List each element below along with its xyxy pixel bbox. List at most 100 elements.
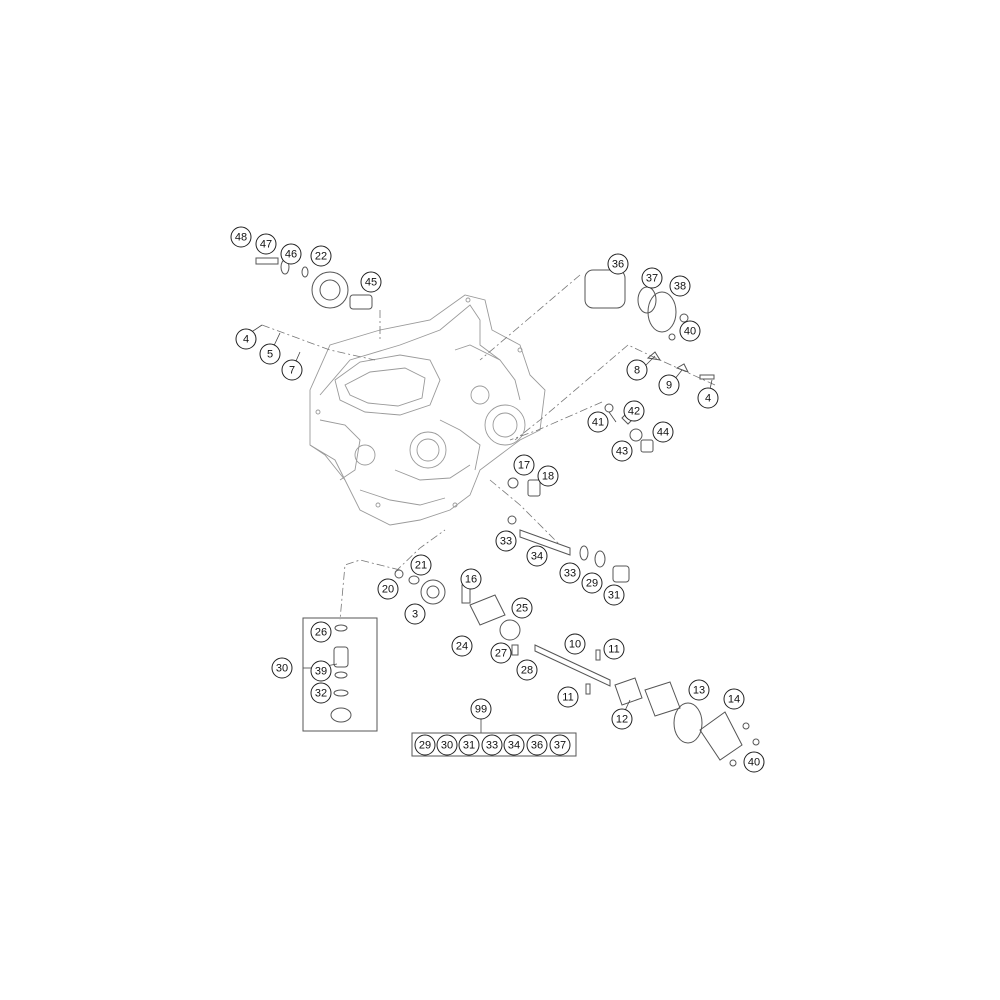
- callout-31-label: 31: [608, 590, 620, 602]
- callout-37: 37: [641, 267, 663, 289]
- callout-12: 12: [611, 708, 633, 730]
- callout-7-label: 7: [289, 365, 295, 377]
- kit-item-34-label: 34: [508, 740, 520, 752]
- callout-24: 24: [451, 635, 473, 657]
- kit-item-30-label: 30: [441, 740, 453, 752]
- callout-3-circle: [404, 603, 426, 625]
- kit-item-37: 37: [549, 734, 571, 756]
- callout-4a: 4: [235, 328, 257, 350]
- callout-30-label: 30: [276, 663, 288, 675]
- callout-12-circle: [611, 708, 633, 730]
- callout-32-label: 32: [315, 688, 327, 700]
- callout-27: 27: [490, 642, 512, 664]
- callout-9: 9: [658, 374, 680, 396]
- callout-39-circle: [310, 660, 332, 682]
- callout-33a-label: 33: [500, 536, 512, 548]
- callout-36: 36: [607, 253, 629, 275]
- callout-16: 16: [460, 568, 482, 590]
- callout-20: 20: [377, 578, 399, 600]
- callout-13-circle: [688, 679, 710, 701]
- callout-18-label: 18: [542, 471, 554, 483]
- callout-7: 7: [281, 359, 303, 381]
- callout-40a-circle: [679, 320, 701, 342]
- callout-48-circle: [230, 226, 252, 248]
- small-parts-right: [604, 351, 715, 453]
- callout-30-circle: [271, 657, 293, 679]
- callout-5: 5: [259, 343, 281, 365]
- callout-4b-label: 4: [705, 393, 711, 405]
- kit-item-31-label: 31: [463, 740, 475, 752]
- callout-10-label: 10: [569, 639, 581, 651]
- kit-item-34-circle: [503, 734, 525, 756]
- callout-25: 25: [511, 597, 533, 619]
- callout-11a-circle: [603, 638, 625, 660]
- callout-42-label: 42: [628, 406, 640, 418]
- callout-32-circle: [310, 682, 332, 704]
- callout-14: 14: [723, 688, 745, 710]
- callout-29-circle: [581, 572, 603, 594]
- callout-21-circle: [410, 554, 432, 576]
- callout-31: 31: [603, 584, 625, 606]
- callout-44-circle: [652, 421, 674, 443]
- callout-4a-label: 4: [243, 334, 249, 346]
- callout-33a-circle: [495, 530, 517, 552]
- callout-22-circle: [310, 245, 332, 267]
- callout-16-circle: [460, 568, 482, 590]
- assembly-lines: [261, 274, 716, 621]
- callout-17-circle: [513, 454, 535, 476]
- callout-43: 43: [611, 440, 633, 462]
- callout-11b: 11: [557, 686, 579, 708]
- callout-3: 3: [404, 603, 426, 625]
- callout-29: 29: [581, 572, 603, 594]
- callout-40b: 40: [743, 751, 765, 773]
- callout-40b-circle: [743, 751, 765, 773]
- kit-item-36: 36: [526, 734, 548, 756]
- callout-5-label: 5: [267, 349, 273, 361]
- kit-item-33: 33: [481, 734, 503, 756]
- callout-9-circle: [658, 374, 680, 396]
- kit-item-29-circle: [414, 734, 436, 756]
- callout-5-circle: [259, 343, 281, 365]
- callout-46-label: 46: [285, 249, 297, 261]
- callout-8-label: 8: [634, 365, 640, 377]
- kit-item-30: 30: [436, 734, 458, 756]
- callout-36-circle: [607, 253, 629, 275]
- callout-20-label: 20: [382, 584, 394, 596]
- callout-40b-label: 40: [748, 757, 760, 769]
- kit-item-29: 29: [414, 734, 436, 756]
- callout-30: 30: [271, 657, 293, 679]
- callout-42-circle: [623, 400, 645, 422]
- callout-33b-label: 33: [564, 568, 576, 580]
- callout-46-circle: [280, 243, 302, 265]
- callout-40a-label: 40: [684, 326, 696, 338]
- callout-10: 10: [564, 633, 586, 655]
- callout-25-circle: [511, 597, 533, 619]
- callout-47: 47: [255, 233, 277, 255]
- filter-screen-kit-box: [302, 617, 378, 732]
- callout-26: 26: [310, 621, 332, 643]
- callout-45-circle: [360, 271, 382, 293]
- kit-item-36-circle: [526, 734, 548, 756]
- callout-28-label: 28: [521, 665, 533, 677]
- callout-36-label: 36: [612, 259, 624, 271]
- crankcase-drawing: [309, 294, 546, 526]
- callout-39-label: 39: [315, 666, 327, 678]
- callout-17-label: 17: [518, 460, 530, 472]
- callout-8-circle: [626, 359, 648, 381]
- callout-21-label: 21: [415, 560, 427, 572]
- callout-18-circle: [537, 465, 559, 487]
- callout-22-label: 22: [315, 251, 327, 263]
- callout-11a: 11: [603, 638, 625, 660]
- callout-38-circle: [669, 275, 691, 297]
- callout-32: 32: [310, 682, 332, 704]
- callout-37-circle: [641, 267, 663, 289]
- callout-8: 8: [626, 359, 648, 381]
- callout-4b: 4: [697, 387, 719, 409]
- kit-item-37-circle: [549, 734, 571, 756]
- callout-34-label: 34: [531, 551, 543, 563]
- callout-26-circle: [310, 621, 332, 643]
- callout-41-label: 41: [592, 417, 604, 429]
- callout-16-label: 16: [465, 574, 477, 586]
- callout-42: 42: [623, 400, 645, 422]
